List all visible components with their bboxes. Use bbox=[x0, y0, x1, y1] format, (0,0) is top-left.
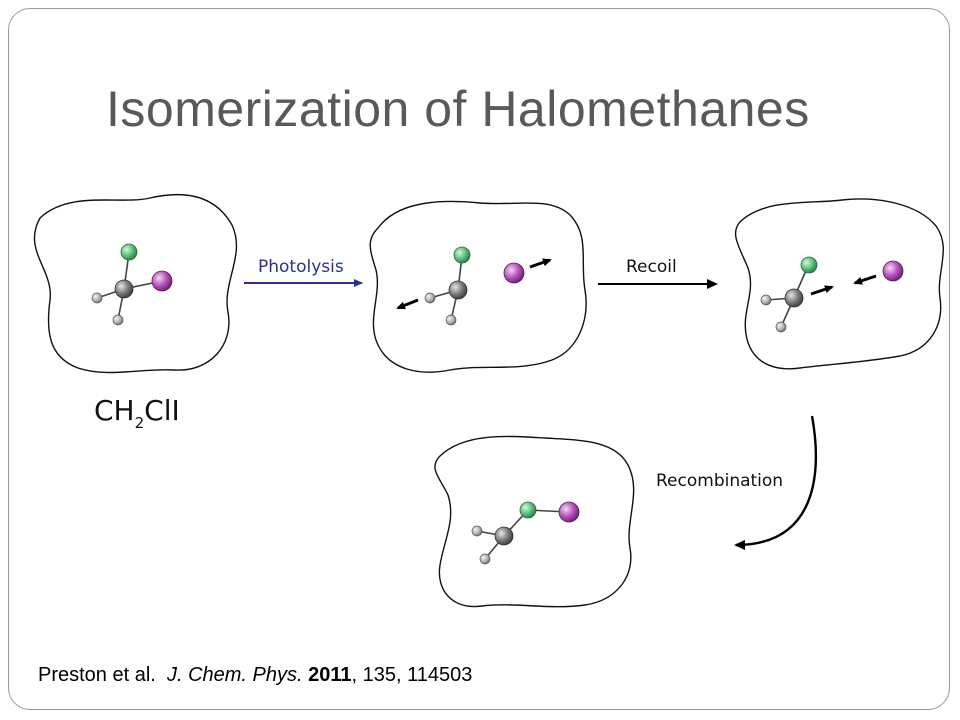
hydrogen-atom bbox=[112, 314, 124, 326]
hydrogen-atom bbox=[471, 525, 483, 537]
solvent-cage-2 bbox=[369, 200, 587, 373]
molecule-ch2cli bbox=[91, 243, 173, 326]
chlorine-atom bbox=[120, 243, 138, 261]
carbon-atom bbox=[114, 279, 134, 299]
photolysis-label: Photolysis bbox=[258, 257, 344, 277]
recombination-label: Recombination bbox=[656, 471, 783, 491]
molecule-dissociated bbox=[396, 246, 552, 326]
iodine-atom bbox=[503, 262, 525, 284]
recoil-label: Recoil bbox=[626, 257, 677, 277]
hydrogen-atom bbox=[91, 292, 103, 304]
citation-authors: Preston et al. bbox=[38, 664, 156, 686]
hydrogen-atom bbox=[424, 292, 436, 304]
citation-details: , 135, 114503 bbox=[351, 664, 473, 686]
citation-journal: J. Chem. Phys. bbox=[166, 664, 303, 686]
iodine-atom bbox=[558, 501, 580, 523]
hydrogen-atom bbox=[445, 314, 457, 326]
slide-title: Isomerization of Halomethanes bbox=[106, 81, 810, 137]
approach-arrow-right bbox=[810, 285, 834, 296]
chlorine-atom bbox=[800, 256, 818, 274]
carbon-atom bbox=[494, 526, 514, 546]
approach-arrow-left bbox=[853, 274, 877, 285]
hydrogen-atom bbox=[479, 553, 491, 565]
citation: Preston et al. J. Chem. Phys. 2011, 135,… bbox=[38, 664, 472, 687]
recombination-arrow bbox=[734, 415, 818, 550]
solvent-cage-1 bbox=[33, 193, 238, 374]
hydrogen-atom bbox=[760, 294, 772, 306]
recoil-arrow-left bbox=[396, 298, 419, 310]
iodine-atom bbox=[882, 260, 904, 282]
chlorine-atom bbox=[453, 246, 471, 264]
molecule-recoiling bbox=[760, 256, 904, 333]
slide-frame bbox=[8, 8, 950, 710]
solvent-cage-3 bbox=[734, 198, 944, 370]
molecule-isomer bbox=[471, 501, 580, 565]
molecule-formula: CH2ClI bbox=[94, 394, 180, 432]
citation-year: 2011 bbox=[308, 664, 352, 686]
iodine-atom bbox=[151, 270, 173, 292]
carbon-atom bbox=[448, 280, 468, 300]
chlorine-atom bbox=[519, 501, 537, 519]
recoil-arrow-right bbox=[529, 258, 552, 269]
solvent-cage-4 bbox=[434, 435, 635, 608]
hydrogen-atom bbox=[775, 321, 787, 333]
carbon-atom bbox=[784, 288, 804, 308]
